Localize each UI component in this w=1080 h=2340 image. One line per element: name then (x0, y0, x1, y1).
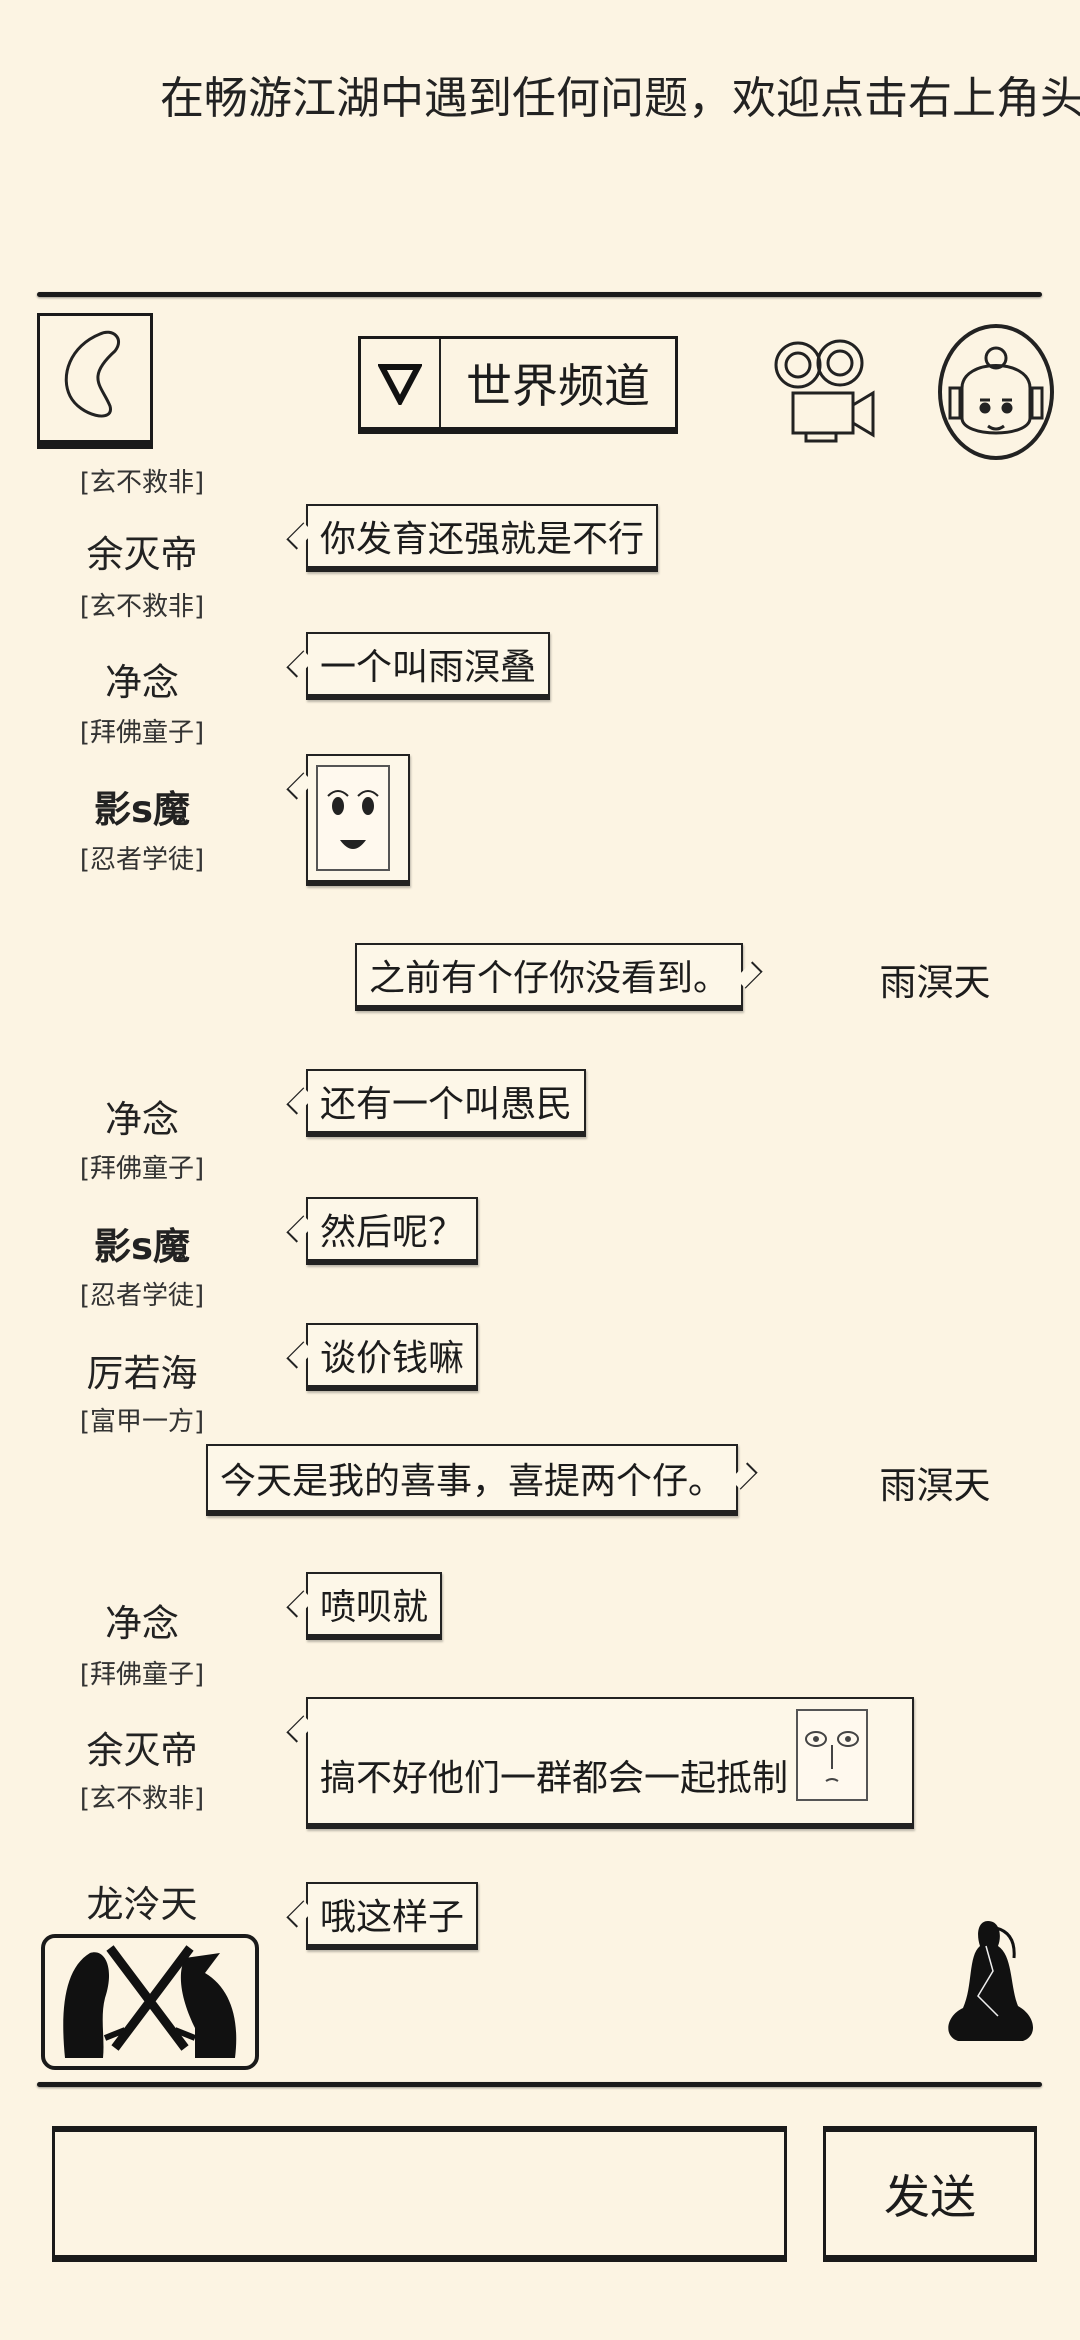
back-icon (64, 330, 121, 418)
sender-title: [拜佛童子] (79, 718, 205, 748)
message-bubble[interactable]: 搞不好他们一群都会一起抵制 (306, 1697, 914, 1829)
message-bubble[interactable]: 一个叫雨溟叠 (306, 632, 551, 700)
back-button[interactable] (37, 313, 153, 449)
sender-name[interactable]: 净念 (105, 1602, 179, 1645)
own-message-bubble[interactable]: 之前有个仔你没看到。 (355, 943, 744, 1011)
sender-title: [玄不救非] (79, 468, 205, 498)
channel-name: 世界频道 (466, 359, 650, 413)
message-input[interactable] (52, 2126, 787, 2262)
sender-title: [拜佛童子] (79, 1660, 205, 1690)
divider-bottom (37, 2082, 1042, 2087)
message-bubble[interactable]: 喷呗就 (306, 1572, 443, 1640)
sender-name[interactable]: 净念 (105, 1098, 179, 1141)
sender-name[interactable]: 龙泠天 (86, 1883, 198, 1926)
message-bubble[interactable]: 还有一个叫愚民 (306, 1069, 587, 1137)
message-bubble[interactable]: 谈价钱嘛 (306, 1323, 479, 1391)
sender-title: [忍者学徒] (79, 1281, 205, 1311)
sender-title: [忍者学徒] (79, 845, 205, 875)
sender-title: [玄不救非] (79, 592, 205, 622)
sender-name[interactable]: 净念 (105, 661, 179, 704)
sender-title: [玄不救非] (79, 1784, 205, 1814)
message-bubble[interactable] (306, 754, 410, 886)
message-bubble[interactable]: 你发育还强就是不行 (306, 504, 659, 572)
smiling-face-sticker (316, 765, 390, 871)
chat-message-list[interactable]: [玄不救非] 余灭帝 [玄不救非] 你发育还强就是不行 净念 [拜佛童子] 一个… (0, 462, 1080, 2082)
notice-banner: 在畅游江湖中遇到任何问题，欢迎点击右上角头 (160, 73, 1080, 124)
message-bubble[interactable]: 哦这样子 (306, 1882, 479, 1950)
sender-title: [拜佛童子] (79, 1154, 205, 1184)
divider-top (37, 292, 1042, 297)
message-text: 搞不好他们一群都会一起抵制 (320, 1758, 789, 1799)
sender-name[interactable]: 影s魔 (93, 1225, 191, 1268)
own-message-bubble[interactable]: 今天是我的喜事，喜提两个仔。 (206, 1444, 739, 1516)
sender-name[interactable]: 余灭帝 (86, 533, 198, 576)
sender-name[interactable]: 影s魔 (93, 788, 191, 831)
video-camera-icon[interactable] (768, 335, 883, 454)
sender-name[interactable]: 厉若海 (86, 1352, 198, 1395)
send-button[interactable]: 发送 (823, 2126, 1037, 2262)
crossed-swords-battle-icon[interactable] (41, 1934, 259, 2070)
girl-avatar-icon[interactable] (938, 324, 1054, 460)
meditating-figure-icon[interactable] (938, 1916, 1043, 2050)
sender-title: [富甲一方] (79, 1407, 205, 1437)
own-name: 雨溟天 (879, 961, 991, 1004)
stare-face-sticker (796, 1709, 869, 1801)
message-bubble[interactable]: 然后呢？ (306, 1197, 479, 1265)
sender-name[interactable]: 余灭帝 (86, 1729, 198, 1772)
own-name: 雨溟天 (879, 1464, 991, 1507)
channel-selector[interactable]: 世界频道 (358, 336, 678, 434)
triangle-down-icon (361, 339, 441, 427)
